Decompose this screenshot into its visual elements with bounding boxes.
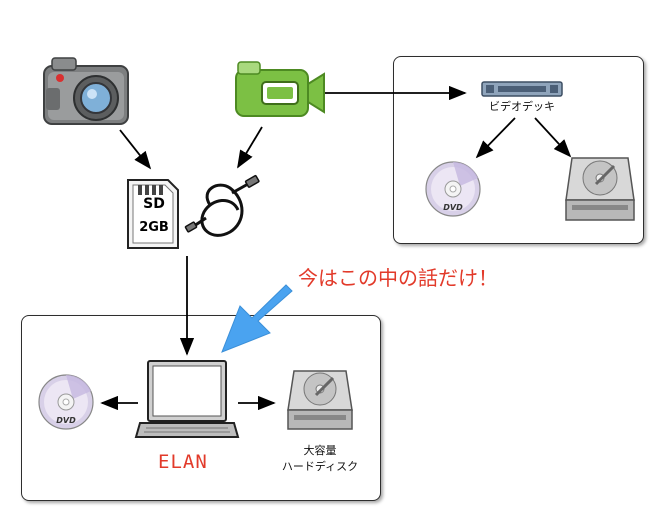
video-deck-label: ビデオデッキ — [489, 100, 555, 113]
camera-to-sd-arrow — [119, 129, 152, 170]
camcorder-to-cable-arrow — [237, 126, 263, 169]
hdd-label-line1: 大容量 — [303, 444, 337, 457]
deck-to-dvd-arrow — [475, 117, 516, 159]
dvd-label: DVD — [443, 203, 463, 212]
deck-to-hdd-arrow — [534, 117, 572, 158]
hdd-label-line2: ハードディスク — [281, 460, 359, 473]
sd-card-label-bottom: 2GB — [139, 220, 169, 235]
sd-card-label-top: SD — [143, 196, 165, 212]
elan-label: ELAN — [158, 451, 208, 473]
callout-text: 今はこの中の話だけ！ — [298, 266, 498, 290]
dvd-label-bottom: DVD — [56, 416, 76, 425]
callout-arrow-icon — [221, 284, 293, 353]
